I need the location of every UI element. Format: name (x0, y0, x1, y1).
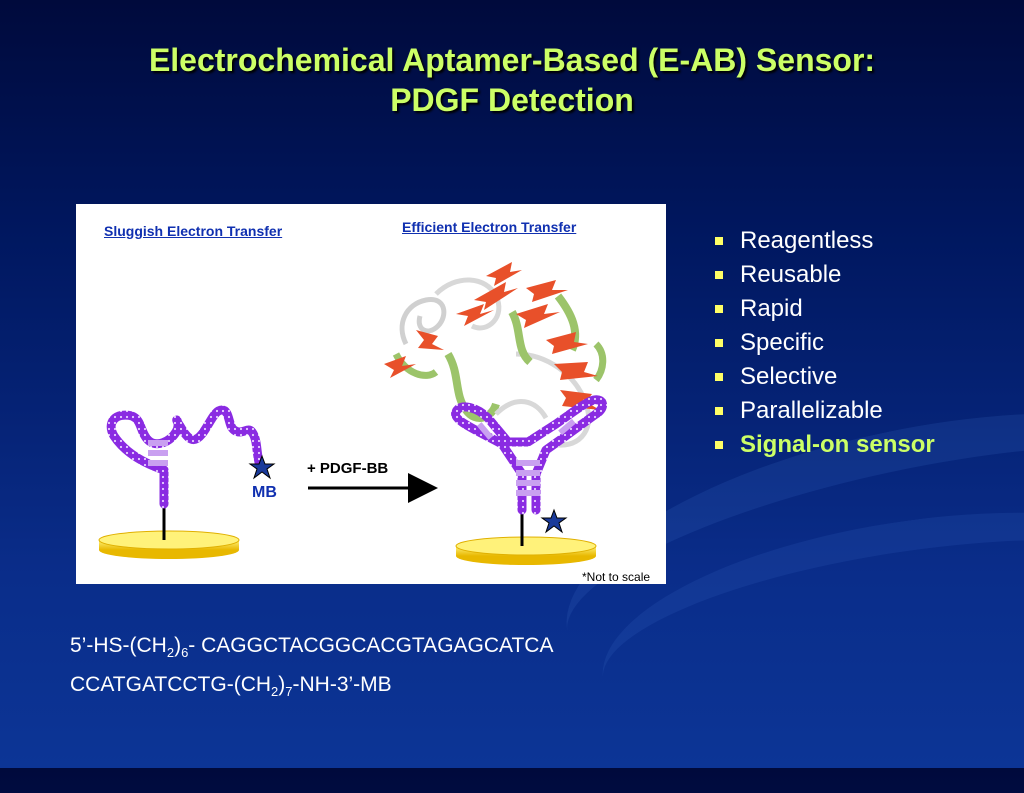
sequence-subscript: 2 (271, 684, 279, 700)
bullet-square-icon (715, 339, 723, 347)
sequence-text: ) (174, 634, 182, 657)
bullet-square-icon (715, 237, 723, 245)
bullet-text: Reusable (740, 261, 842, 288)
aptamer-sequence: 5’-HS-(CH2)6- CAGGCTACGGCACGTAGAGCATCA C… (70, 630, 553, 708)
bullet-text: Signal-on sensor (740, 431, 935, 458)
bullet-text: Selective (740, 363, 838, 390)
sensor-schematic (98, 262, 607, 565)
bullet-item: Reusable (712, 258, 935, 292)
bullet-square-icon (715, 271, 723, 279)
sequence-subscript: 6 (181, 645, 189, 661)
bullet-text: Parallelizable (740, 397, 883, 424)
right-electrode (455, 536, 597, 565)
title-line-1: Electrochemical Aptamer-Based (E-AB) Sen… (148, 42, 876, 78)
bullet-text: Rapid (740, 295, 803, 322)
sluggish-transfer-label: Sluggish Electron Transfer (104, 223, 283, 239)
methylene-blue-label: MB (252, 484, 277, 501)
sequence-text: -NH-3’-MB (292, 673, 392, 697)
sequence-line-2: CCATGATCCTG-(CH2)7-NH-3’-MB (70, 669, 553, 708)
bullet-square-icon (715, 373, 723, 381)
unfolded-aptamer (106, 405, 265, 509)
reagent-label: + PDGF-BB (307, 460, 389, 477)
features-list: Reagentless Reusable Rapid Specific Sele… (712, 224, 935, 462)
bullet-item-highlight: Signal-on sensor (712, 428, 935, 462)
scale-note: *Not to scale (582, 570, 651, 584)
bullet-item: Reagentless (712, 224, 935, 258)
sequence-text: - CAGGCTACGGCACGTAGAGCATCA (188, 634, 554, 657)
folded-aptamer (451, 395, 607, 515)
title-line-2: PDGF Detection (390, 82, 634, 118)
slide-title: Electrochemical Aptamer-Based (E-AB) Sen… (0, 40, 1024, 120)
bullet-square-icon (715, 441, 723, 449)
sequence-subscript: 2 (166, 645, 175, 661)
sequence-text: 5’-HS-(CH (70, 634, 167, 657)
sequence-subscript: 7 (285, 684, 293, 700)
bullet-text: Reagentless (740, 227, 874, 254)
efficient-transfer-label: Efficient Electron Transfer (402, 219, 577, 235)
sequence-text: CCATGATCCTG-(CH (70, 673, 272, 697)
sequence-text: ) (278, 673, 286, 697)
bullet-square-icon (715, 305, 723, 313)
bullet-item: Rapid (712, 292, 935, 326)
methylene-blue-icon (248, 454, 276, 480)
bullet-text: Specific (740, 329, 825, 356)
bullet-item: Selective (712, 360, 935, 394)
methylene-blue-icon (540, 508, 568, 534)
left-electrode (98, 530, 240, 559)
sensor-diagram: Sluggish Electron Transfer Efficient Ele… (76, 204, 666, 584)
bullet-item: Parallelizable (712, 394, 935, 428)
bullet-square-icon (715, 407, 723, 415)
pdgf-protein (384, 262, 607, 448)
sequence-line-1: 5’-HS-(CH2)6- CAGGCTACGGCACGTAGAGCATCA (70, 630, 553, 669)
bullet-item: Specific (712, 326, 935, 360)
